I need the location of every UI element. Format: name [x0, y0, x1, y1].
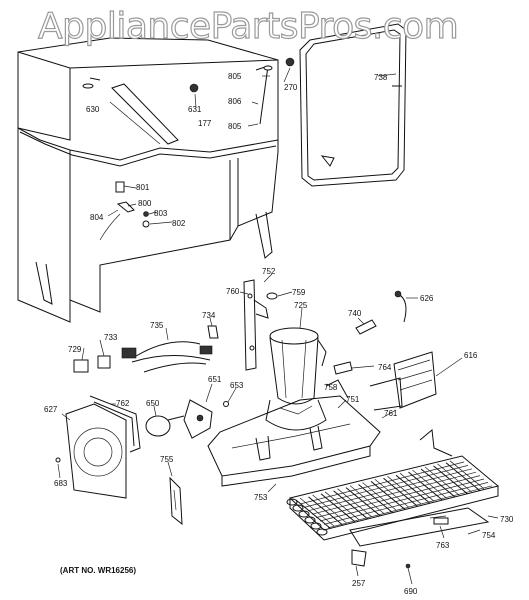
label-735: 735	[150, 321, 164, 330]
label-725: 725	[294, 301, 308, 310]
label-627: 627	[44, 405, 58, 414]
label-257: 257	[352, 579, 366, 588]
label-761: 761	[384, 409, 398, 418]
fan-shroud-627	[55, 395, 141, 499]
compressor-725	[265, 327, 327, 431]
label-752: 752	[262, 267, 276, 276]
label-754: 754	[482, 531, 496, 540]
label-631: 631	[188, 105, 202, 114]
watermark: AppliancePartsPros.com	[37, 5, 459, 47]
label-759: 759	[292, 288, 306, 297]
label-805-upper: 805	[228, 72, 242, 81]
drain-shield-616	[325, 351, 437, 411]
label-762: 762	[116, 399, 130, 408]
wire-harness-735	[73, 341, 213, 373]
label-177: 177	[198, 119, 212, 128]
part-labels: 738 805 270 806 805 630 631 177 801 800 …	[44, 72, 514, 596]
label-804: 804	[90, 213, 104, 222]
label-760: 760	[226, 287, 240, 296]
door-frame-738	[299, 23, 407, 187]
label-802: 802	[172, 219, 186, 228]
label-630: 630	[86, 105, 100, 114]
label-690: 690	[404, 587, 418, 596]
condenser-730	[286, 429, 500, 541]
label-616: 616	[464, 351, 478, 360]
leader-lines	[57, 67, 499, 585]
fan-motor-650	[145, 399, 229, 439]
label-803: 803	[154, 209, 168, 218]
label-806: 806	[228, 97, 242, 106]
label-653: 653	[230, 381, 244, 390]
label-800: 800	[138, 199, 152, 208]
label-626: 626	[420, 294, 434, 303]
label-740: 740	[348, 309, 362, 318]
label-753: 753	[254, 493, 268, 502]
art-number: (ART NO. WR16256)	[60, 566, 137, 575]
label-729: 729	[68, 345, 82, 354]
bracket-755	[169, 476, 183, 526]
small-parts	[207, 290, 411, 569]
label-730: 730	[500, 515, 514, 524]
label-270: 270	[284, 83, 298, 92]
label-650: 650	[146, 399, 160, 408]
label-755: 755	[160, 455, 174, 464]
relay-bracket-752	[243, 279, 278, 371]
label-734: 734	[202, 311, 216, 320]
label-801: 801	[136, 183, 150, 192]
label-805-lower: 805	[228, 122, 242, 131]
label-758: 758	[324, 383, 338, 392]
defrost-heater-wire	[255, 57, 295, 125]
label-764: 764	[378, 363, 392, 372]
label-651: 651	[208, 375, 222, 384]
label-733: 733	[104, 333, 118, 342]
label-683: 683	[54, 479, 68, 488]
condenser-rail-754	[349, 507, 490, 547]
label-751: 751	[346, 395, 360, 404]
base-tray-751	[207, 395, 381, 487]
label-738: 738	[374, 73, 388, 82]
cabinet	[17, 37, 279, 323]
temperature-control-assembly	[99, 181, 150, 241]
label-763: 763	[436, 541, 450, 550]
